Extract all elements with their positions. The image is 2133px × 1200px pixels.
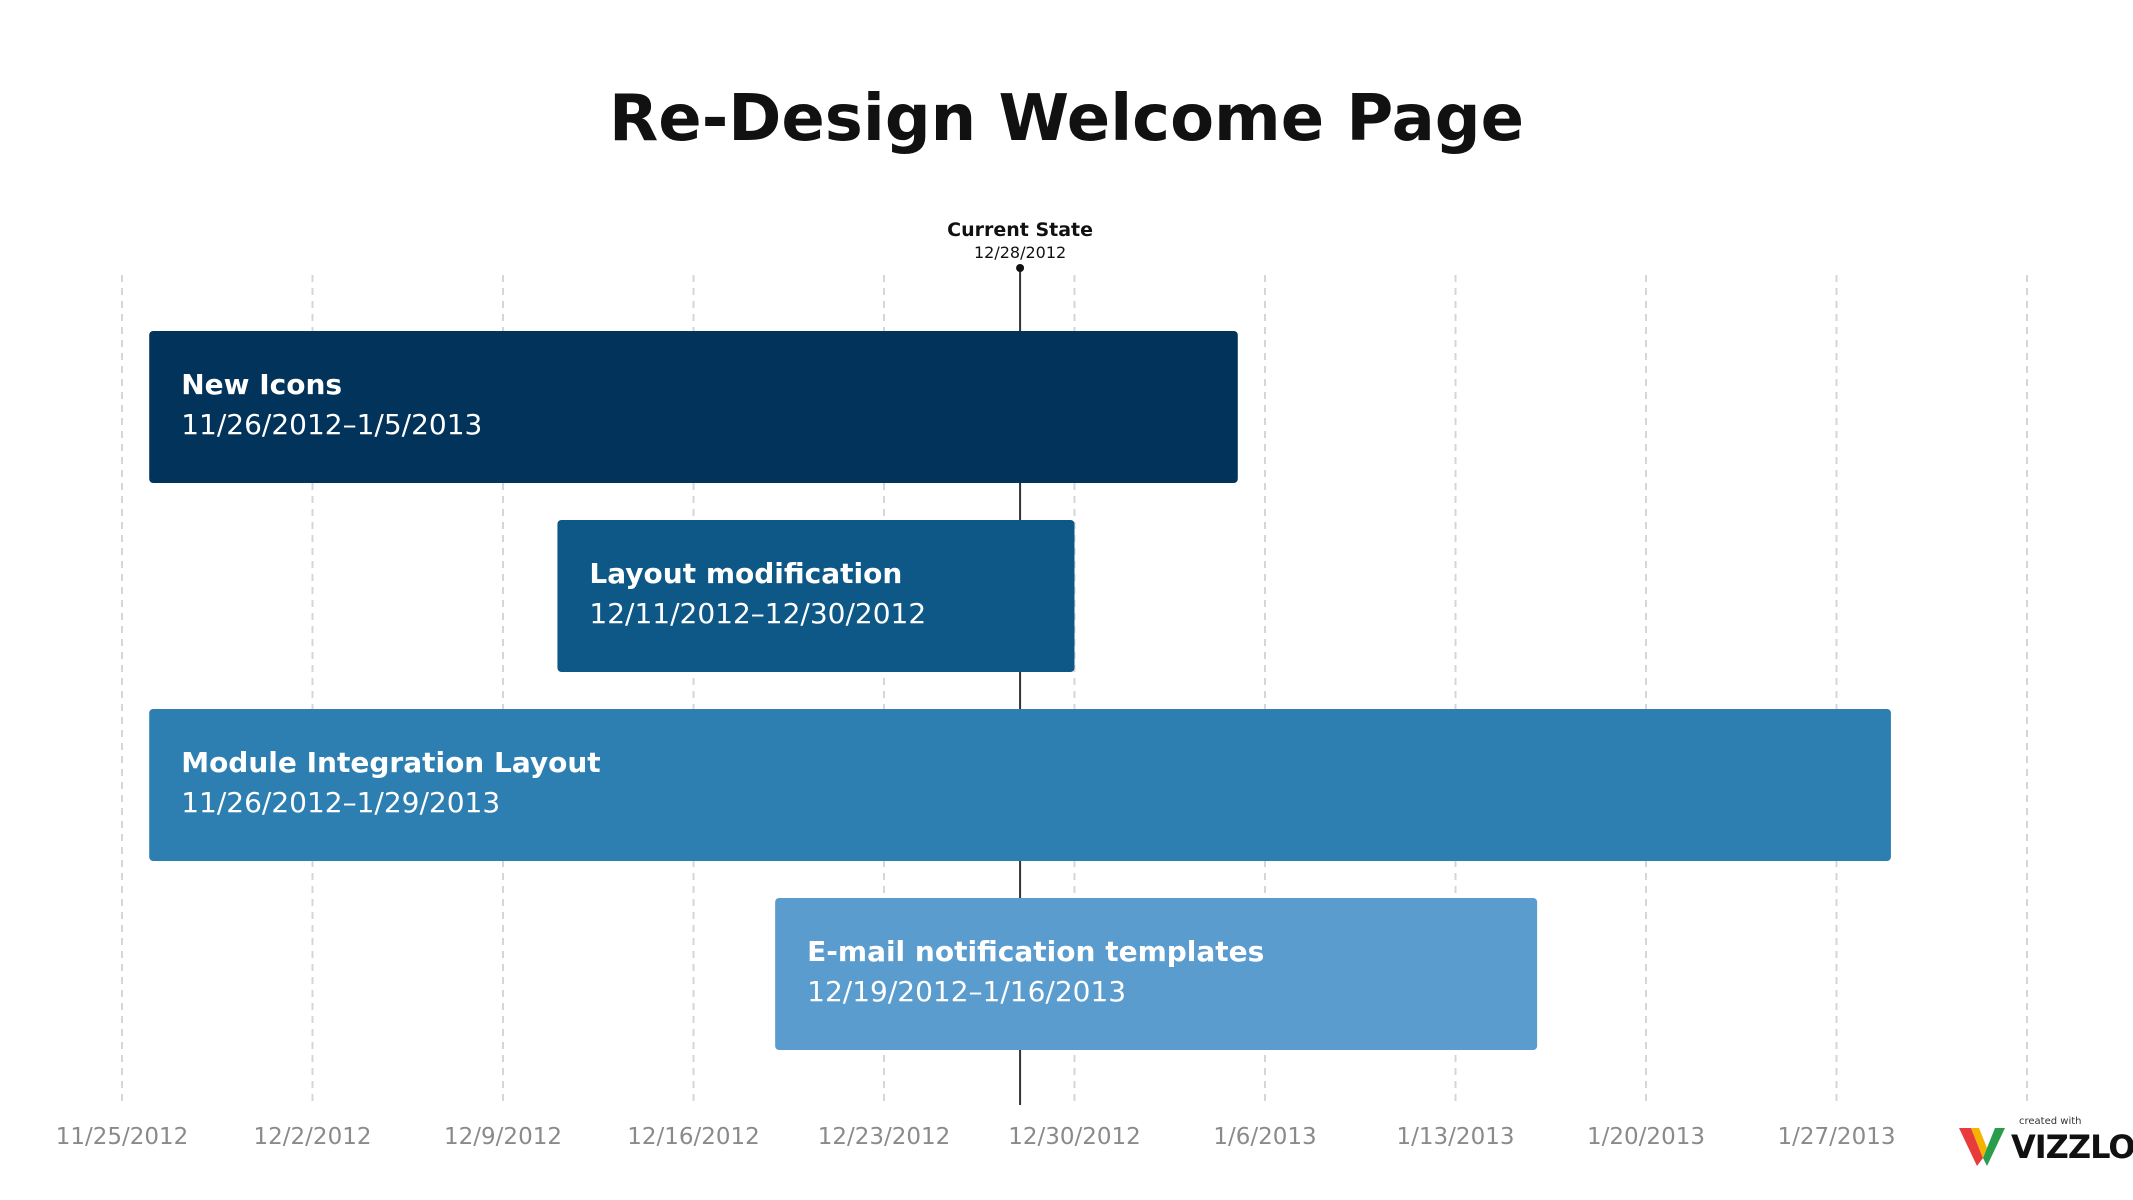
x-tick-label: 1/6/2013 <box>1213 1124 1316 1150</box>
task-name: New Icons <box>181 368 342 401</box>
task-bar-group[interactable]: E-mail notification templates 12/19/2012–… <box>775 898 1538 1050</box>
task-name: E-mail notification templates <box>807 935 1264 968</box>
x-tick-label: 1/13/2013 <box>1397 1124 1515 1150</box>
x-tick-label: 12/9/2012 <box>444 1124 562 1150</box>
current-state-dot <box>1016 264 1025 272</box>
task-dates: 11/26/2012–1/29/2013 <box>181 786 500 819</box>
x-tick-label: 1/20/2013 <box>1587 1124 1705 1150</box>
vizzlo-logo-mark-icon <box>1959 1128 2005 1166</box>
x-tick-label: 12/2/2012 <box>254 1124 372 1150</box>
task-bar-group[interactable]: New Icons 11/26/2012–1/5/2013 <box>149 331 1238 483</box>
task-name: Module Integration Layout <box>181 746 600 779</box>
logo-caption: created with <box>2019 1116 2082 1127</box>
x-tick-label: 12/30/2012 <box>1008 1124 1141 1150</box>
task-bar[interactable] <box>149 331 1238 483</box>
task-dates: 12/11/2012–12/30/2012 <box>589 597 926 630</box>
task-bar-group[interactable]: Module Integration Layout 11/26/2012–1/29… <box>149 709 1891 861</box>
task-bar[interactable] <box>775 898 1538 1050</box>
task-bar-group[interactable]: Layout modification 12/11/2012–12/30/2012 <box>557 520 1075 672</box>
vizzlo-logo[interactable]: created with VIZZLO <box>1957 1116 2133 1172</box>
x-tick-label: 11/25/2012 <box>56 1124 189 1150</box>
task-bar[interactable] <box>149 709 1891 861</box>
task-name: Layout modification <box>589 557 902 590</box>
current-state-date: 12/28/2012 <box>974 243 1066 262</box>
chart-title: Re-Design Welcome Page <box>609 82 1524 156</box>
x-tick-label: 1/27/2013 <box>1778 1124 1896 1150</box>
current-state-marker: Current State 12/28/2012 <box>947 219 1093 272</box>
x-tick-label: 12/16/2012 <box>627 1124 760 1150</box>
x-axis-tick-labels: 11/25/2012 12/2/2012 12/9/2012 12/16/2012 12… <box>56 1124 1896 1150</box>
task-dates: 12/19/2012–1/16/2013 <box>807 975 1126 1008</box>
current-state-label: Current State <box>947 219 1093 241</box>
logo-wordmark: VIZZLO <box>2011 1128 2133 1166</box>
x-tick-label: 12/23/2012 <box>818 1124 951 1150</box>
task-dates: 11/26/2012–1/5/2013 <box>181 408 482 441</box>
task-bar[interactable] <box>557 520 1075 672</box>
